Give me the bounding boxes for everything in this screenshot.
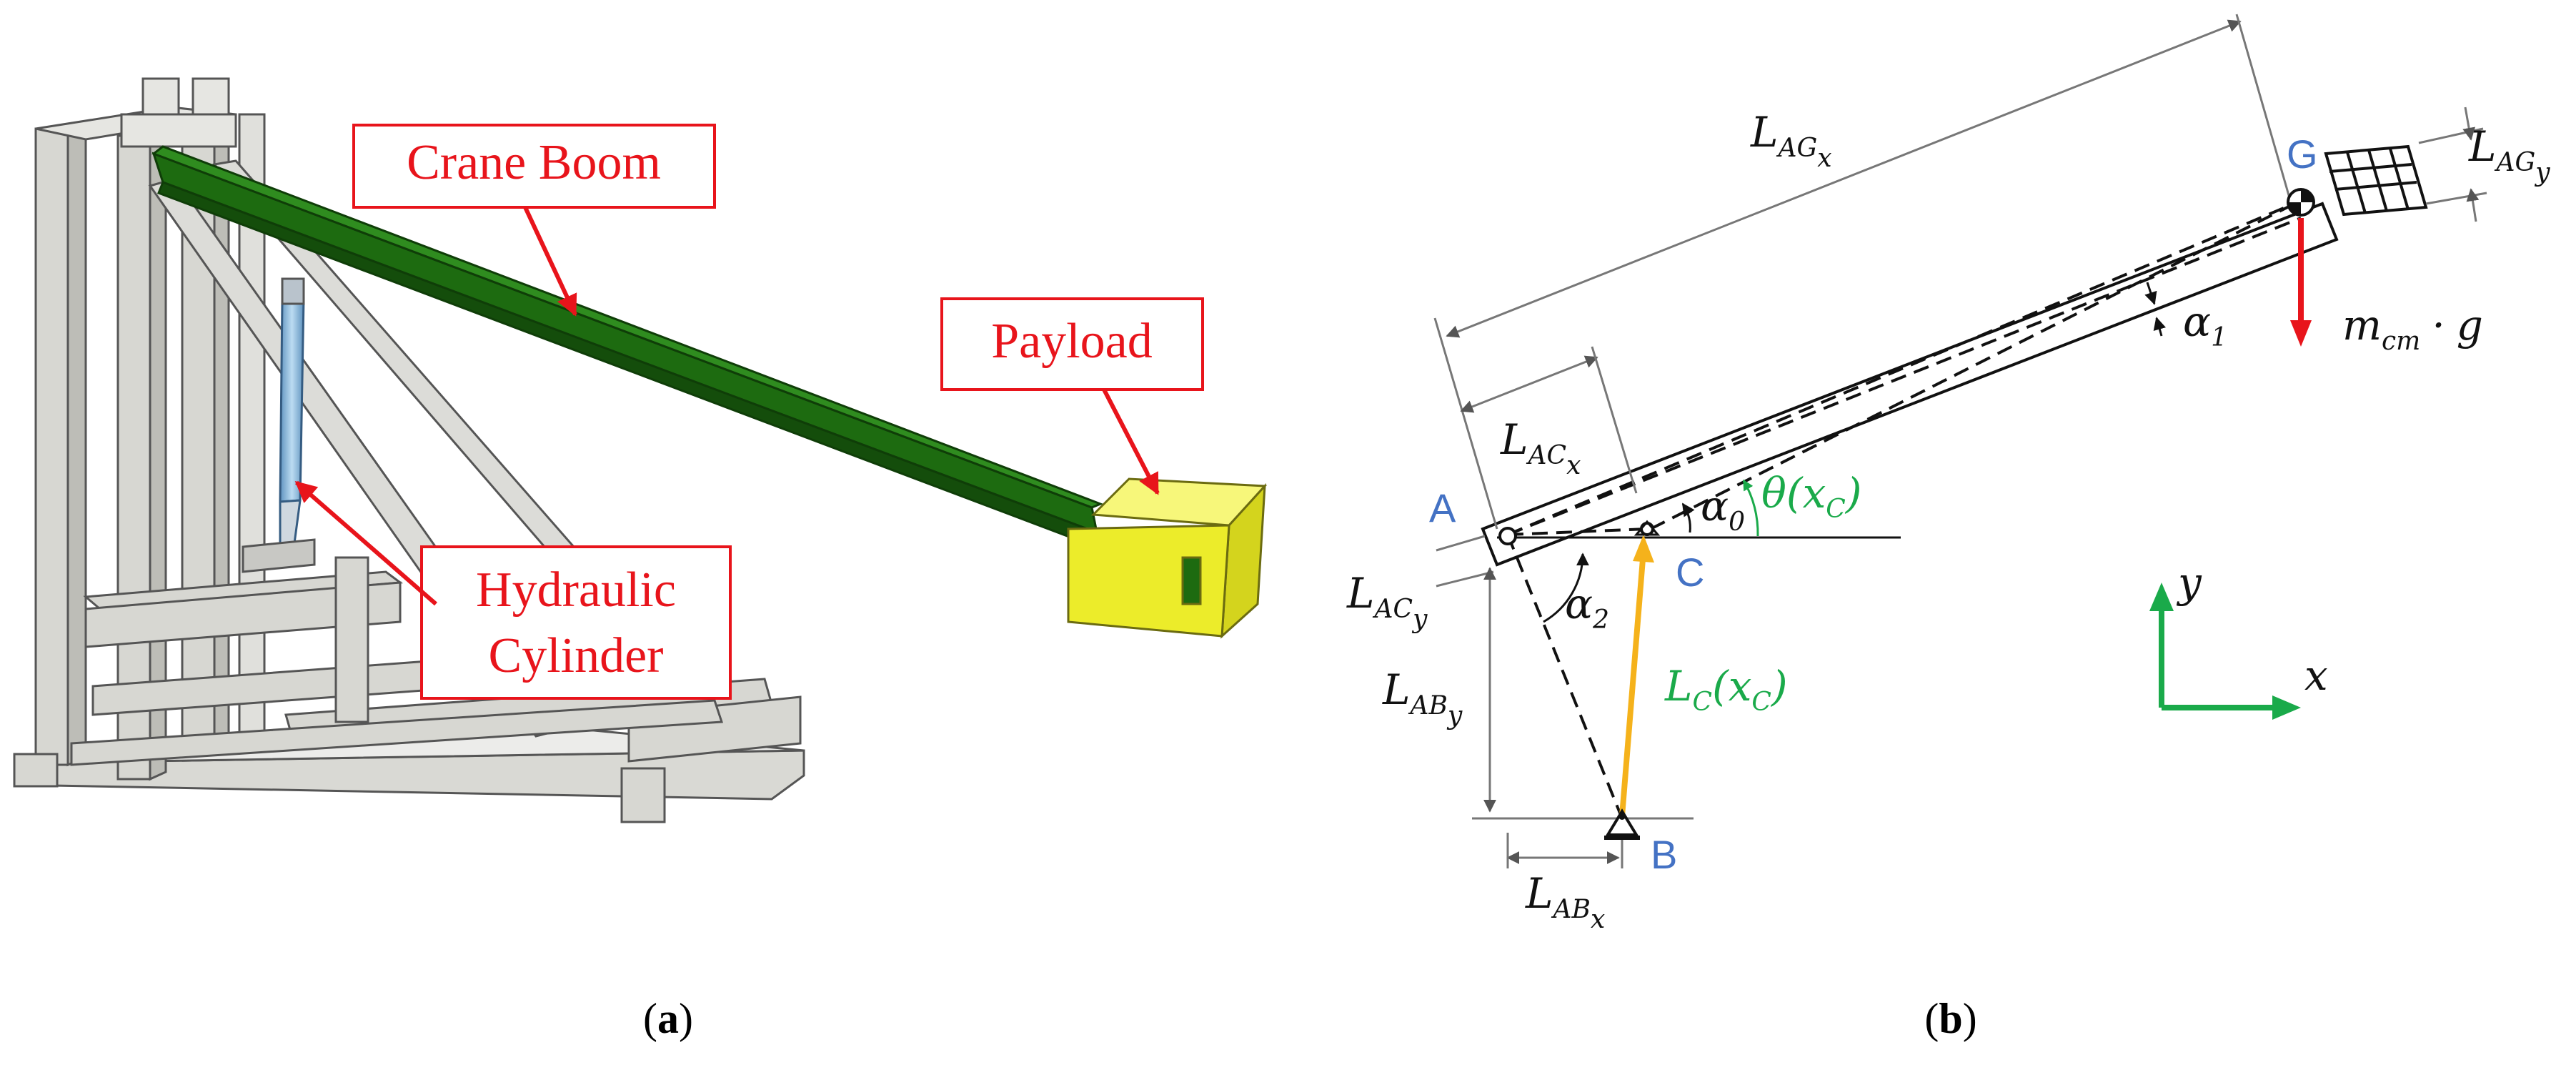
payload-hatched-block: [2324, 144, 2428, 217]
panel-a-crane-model: Crane Boom Payload Hydraulic Cylinder (a…: [13, 77, 1268, 1042]
label-theta: θ(xC): [1761, 469, 1861, 524]
dim-L-AGx: [1433, 14, 2292, 530]
label-alpha0: α0: [1701, 482, 1745, 537]
callout-crane-boom: Crane Boom: [352, 124, 716, 317]
label-alpha2: α2: [1565, 580, 1609, 635]
gravity-arrowhead: [2290, 320, 2312, 347]
angle-theta-arc: [1742, 479, 1759, 537]
svg-text:Crane Boom: Crane Boom: [407, 135, 661, 190]
payload-block: [1067, 477, 1268, 639]
label-L-ABx: LABx: [1525, 869, 1605, 934]
pin-C: [1633, 520, 1661, 536]
point-label-G: G: [2287, 132, 2318, 177]
actuator-vector: [1619, 550, 1646, 817]
support-B: [1604, 808, 1640, 840]
dim-L-ACx: [1460, 346, 1638, 494]
axis-label-y: y: [2176, 558, 2202, 607]
dim-L-ACy: [1436, 535, 1494, 588]
actuator-arrowhead: [1633, 535, 1654, 563]
label-alpha1: α1: [2183, 297, 2227, 352]
angle-alpha2-arc: [1543, 553, 1589, 623]
svg-text:Cylinder: Cylinder: [489, 628, 664, 683]
callout-payload: Payload: [940, 297, 1204, 495]
point-label-C: C: [1676, 550, 1704, 595]
caption-b: (b): [1924, 995, 1976, 1042]
label-L-AGx: LAGx: [1750, 108, 1832, 173]
boom-outline: [1481, 202, 2339, 567]
angle-alpha0-arc: [1681, 502, 1695, 533]
point-label-B: B: [1651, 832, 1677, 877]
label-L-AGy: LAGy: [2468, 122, 2550, 187]
point-label-A: A: [1429, 485, 1456, 530]
pin-A: [1498, 527, 1517, 545]
caption-a: (a): [643, 995, 693, 1042]
center-of-mass-G: [2287, 188, 2315, 217]
svg-text:Payload: Payload: [991, 314, 1153, 369]
label-weight: mcm·g: [2342, 301, 2483, 356]
axis-label-x: x: [2304, 651, 2328, 700]
svg-text:Hydraulic: Hydraulic: [476, 563, 676, 618]
callout-hydraulic-cylinder: Hydraulic Cylinder: [294, 480, 732, 700]
dim-L-AGy: [2418, 106, 2487, 222]
label-L-ACx: LACx: [1500, 415, 1581, 480]
panel-b-kinematic-diagram: LAGx LACx LAGy LACy LABy: [1346, 14, 2550, 1042]
dim-L-ABx: [1506, 822, 1623, 868]
frame-top: [35, 77, 237, 148]
label-L-ABy: LABy: [1382, 665, 1463, 730]
angle-alpha1: [2144, 282, 2167, 337]
dim-L-ABy: [1472, 567, 1694, 820]
label-L-ACy: LACy: [1346, 569, 1428, 634]
label-L-C: LC(xC): [1664, 662, 1788, 717]
coordinate-axes: [2149, 583, 2301, 720]
crane-boom: [151, 145, 1104, 545]
